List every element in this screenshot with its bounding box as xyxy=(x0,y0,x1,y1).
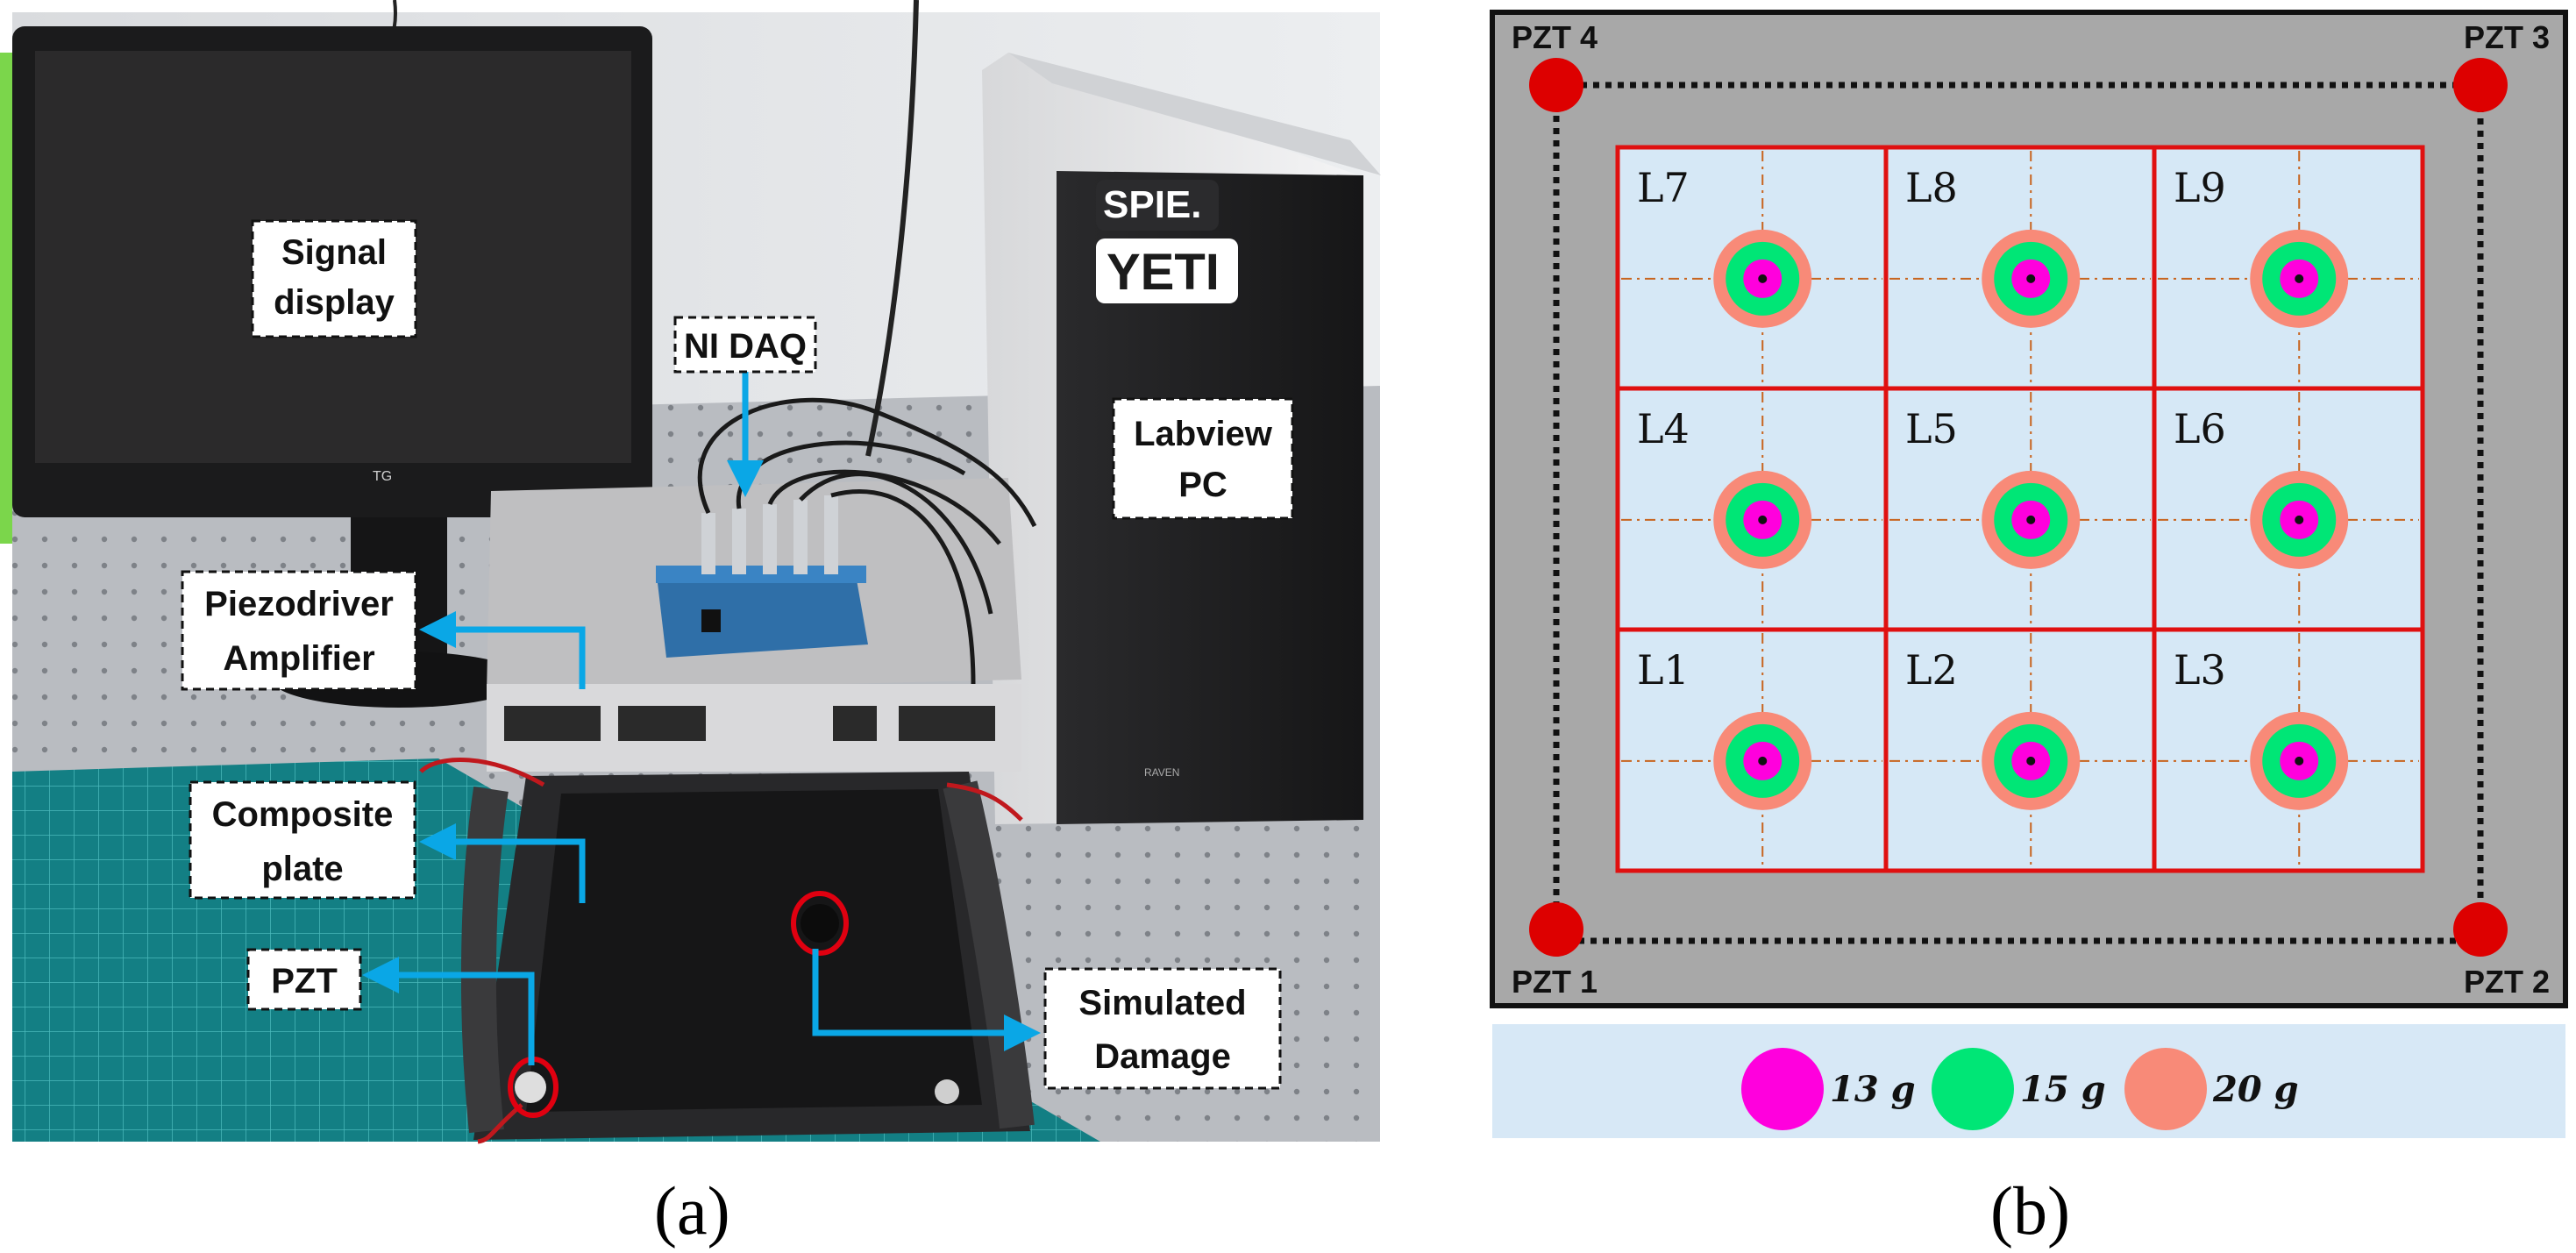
grid-cell-label: L8 xyxy=(1905,164,1958,211)
legend-item: 20 g xyxy=(2124,1048,2299,1130)
svg-text:display: display xyxy=(274,283,395,322)
center-dot xyxy=(2295,756,2304,765)
grid-cell-l9: L9 xyxy=(2152,145,2425,391)
pzt-sensor-4 xyxy=(1529,58,1583,112)
label-piezodriver-amplifier: Piezodriver Amplifier xyxy=(181,570,417,691)
arrow-pzt xyxy=(362,957,535,1065)
caption-b: (b) xyxy=(1990,1172,2070,1249)
grid-cell-label: L1 xyxy=(1637,646,1690,694)
monitor-brand: TG xyxy=(373,469,392,484)
svg-text:Labview: Labview xyxy=(1134,415,1273,453)
grid-cell-label: L4 xyxy=(1637,405,1690,452)
legend-swatch xyxy=(1932,1048,2014,1130)
pzt-label-2: PZT 2 xyxy=(2464,964,2550,1000)
legend-swatch xyxy=(1741,1048,1824,1130)
svg-text:PZT: PZT xyxy=(271,962,338,1000)
spie-sticker: SPIE. xyxy=(1103,183,1202,226)
pzt-label-1: PZT 1 xyxy=(1512,964,1598,1000)
grid-cell-l4: L4 xyxy=(1615,386,1889,632)
arrow-simulated-damage xyxy=(812,949,1041,1051)
center-dot xyxy=(2295,515,2304,524)
label-pzt: PZT xyxy=(246,948,362,1011)
composite-plate xyxy=(460,772,1035,1140)
pzt-sensor-1 xyxy=(1529,902,1583,957)
ni-daq-device xyxy=(656,495,868,658)
pzt-label-3: PZT 3 xyxy=(2464,19,2550,55)
sensor-path xyxy=(1553,82,2484,944)
tower-brand: RAVEN xyxy=(1144,766,1179,779)
grid-cell-label: L9 xyxy=(2174,164,2226,211)
caption-a: (a) xyxy=(654,1172,730,1249)
grid-cell-l7: L7 xyxy=(1615,145,1889,391)
svg-text:Amplifier: Amplifier xyxy=(223,639,374,678)
center-dot xyxy=(2295,274,2304,283)
pzt-sensor-2 xyxy=(2453,902,2508,957)
svg-text:Simulated: Simulated xyxy=(1078,984,1246,1022)
yeti-sticker: YETI xyxy=(1107,244,1220,301)
legend-item: 13 g xyxy=(1741,1048,1916,1130)
grid-cell-label: L7 xyxy=(1637,164,1690,211)
svg-text:PC: PC xyxy=(1178,466,1228,504)
grid-cell-label: L2 xyxy=(1905,646,1958,694)
legend-label: 13 g xyxy=(1830,1069,1916,1110)
label-signal-display: Signal display xyxy=(251,219,417,338)
grid-cell-l8: L8 xyxy=(1883,145,2157,391)
grid-cell-label: L5 xyxy=(1905,405,1958,452)
svg-text:Signal: Signal xyxy=(281,233,387,272)
grid-cell-l5: L5 xyxy=(1883,386,2157,632)
grid-cell-label: L3 xyxy=(2174,646,2226,694)
svg-text:NI DAQ: NI DAQ xyxy=(684,327,807,366)
center-dot xyxy=(2026,756,2036,765)
pzt-label-4: PZT 4 xyxy=(1512,19,1598,55)
grid-cell-label: L6 xyxy=(2174,405,2226,452)
center-dot xyxy=(1758,274,1768,283)
label-labview-pc: Labview PC xyxy=(1112,397,1294,520)
pzt-sensor-3 xyxy=(2453,58,2508,112)
center-dot xyxy=(1758,756,1768,765)
grid-cell-l3: L3 xyxy=(2152,627,2425,873)
arrow-piezodriver xyxy=(419,611,586,689)
svg-text:Piezodriver: Piezodriver xyxy=(204,585,394,623)
svg-text:Damage: Damage xyxy=(1094,1037,1231,1076)
legend-box xyxy=(1492,1024,2565,1138)
label-simulated-damage: Simulated Damage xyxy=(1043,967,1282,1090)
center-dot xyxy=(2026,515,2036,524)
grid-cell-l6: L6 xyxy=(2152,386,2425,632)
center-dot xyxy=(2026,274,2036,283)
label-composite-plate: Composite plate xyxy=(189,780,416,900)
center-dot xyxy=(1758,515,1768,524)
legend-swatch xyxy=(2124,1048,2207,1130)
grid-cell-l1: L1 xyxy=(1615,627,1889,873)
svg-text:Composite: Composite xyxy=(212,795,394,834)
svg-text:plate: plate xyxy=(261,850,343,888)
legend: 13 g 15 g 20 g xyxy=(1741,1048,2299,1130)
legend-label: 15 g xyxy=(2020,1069,2106,1110)
legend-item: 15 g xyxy=(1932,1048,2106,1130)
grid-cell-l2: L2 xyxy=(1883,627,2157,873)
arrow-composite-plate xyxy=(419,823,586,903)
label-ni-daq: NI DAQ xyxy=(673,316,817,374)
damage-highlight-circle xyxy=(791,891,849,956)
legend-label: 20 g xyxy=(2212,1069,2299,1110)
